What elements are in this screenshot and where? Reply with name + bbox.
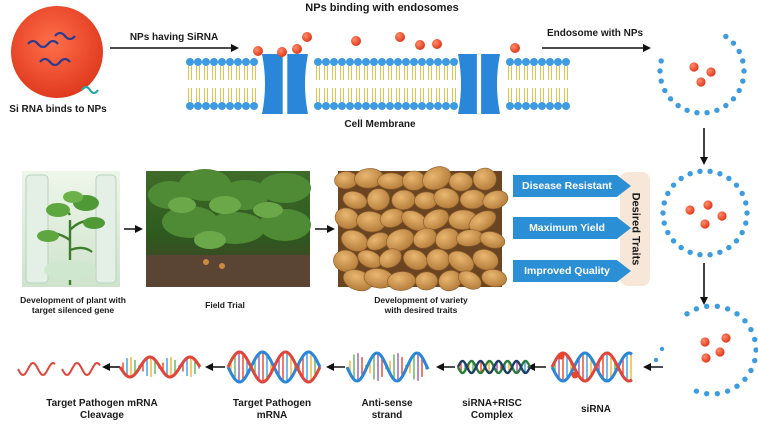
label-nps-having-sirna: NPs having SiRNA (129, 32, 219, 43)
nanoparticle (11, 6, 103, 98)
field-trial-image (146, 169, 311, 287)
label-field-trial: Field Trial (205, 300, 245, 310)
label-cell-membrane: Cell Membrane (344, 119, 416, 130)
cell-membrane (186, 54, 570, 114)
label-endosome-with-nps: Endosome with NPs (546, 28, 644, 39)
nanoparticle-with-sirna (11, 6, 103, 98)
rna-helices (17, 350, 633, 384)
desired-traits-heading: Desired Traits (629, 192, 642, 266)
label-nps-binding-with-endosomes: NPs binding with endosomes (305, 2, 459, 14)
trait-maximum-yield: Maximum Yield (513, 217, 631, 239)
nanoparticles-near-membrane (253, 32, 520, 57)
endosomes (653, 33, 758, 397)
sirna-strand (54, 31, 76, 41)
sirna-strand (81, 85, 99, 95)
trait-disease-resistant: Disease Resistant (513, 175, 631, 197)
plant-in-vitro-image (22, 171, 120, 287)
label-sirna: siRNA (580, 404, 611, 415)
trait-improved-quality: Improved Quality (513, 260, 631, 282)
label-sirna-binds-to-nps: Si RNA binds to NPs (9, 104, 107, 115)
sirna-strand (27, 39, 59, 49)
sirna-strand (39, 57, 71, 67)
potatoes-image (333, 166, 509, 292)
